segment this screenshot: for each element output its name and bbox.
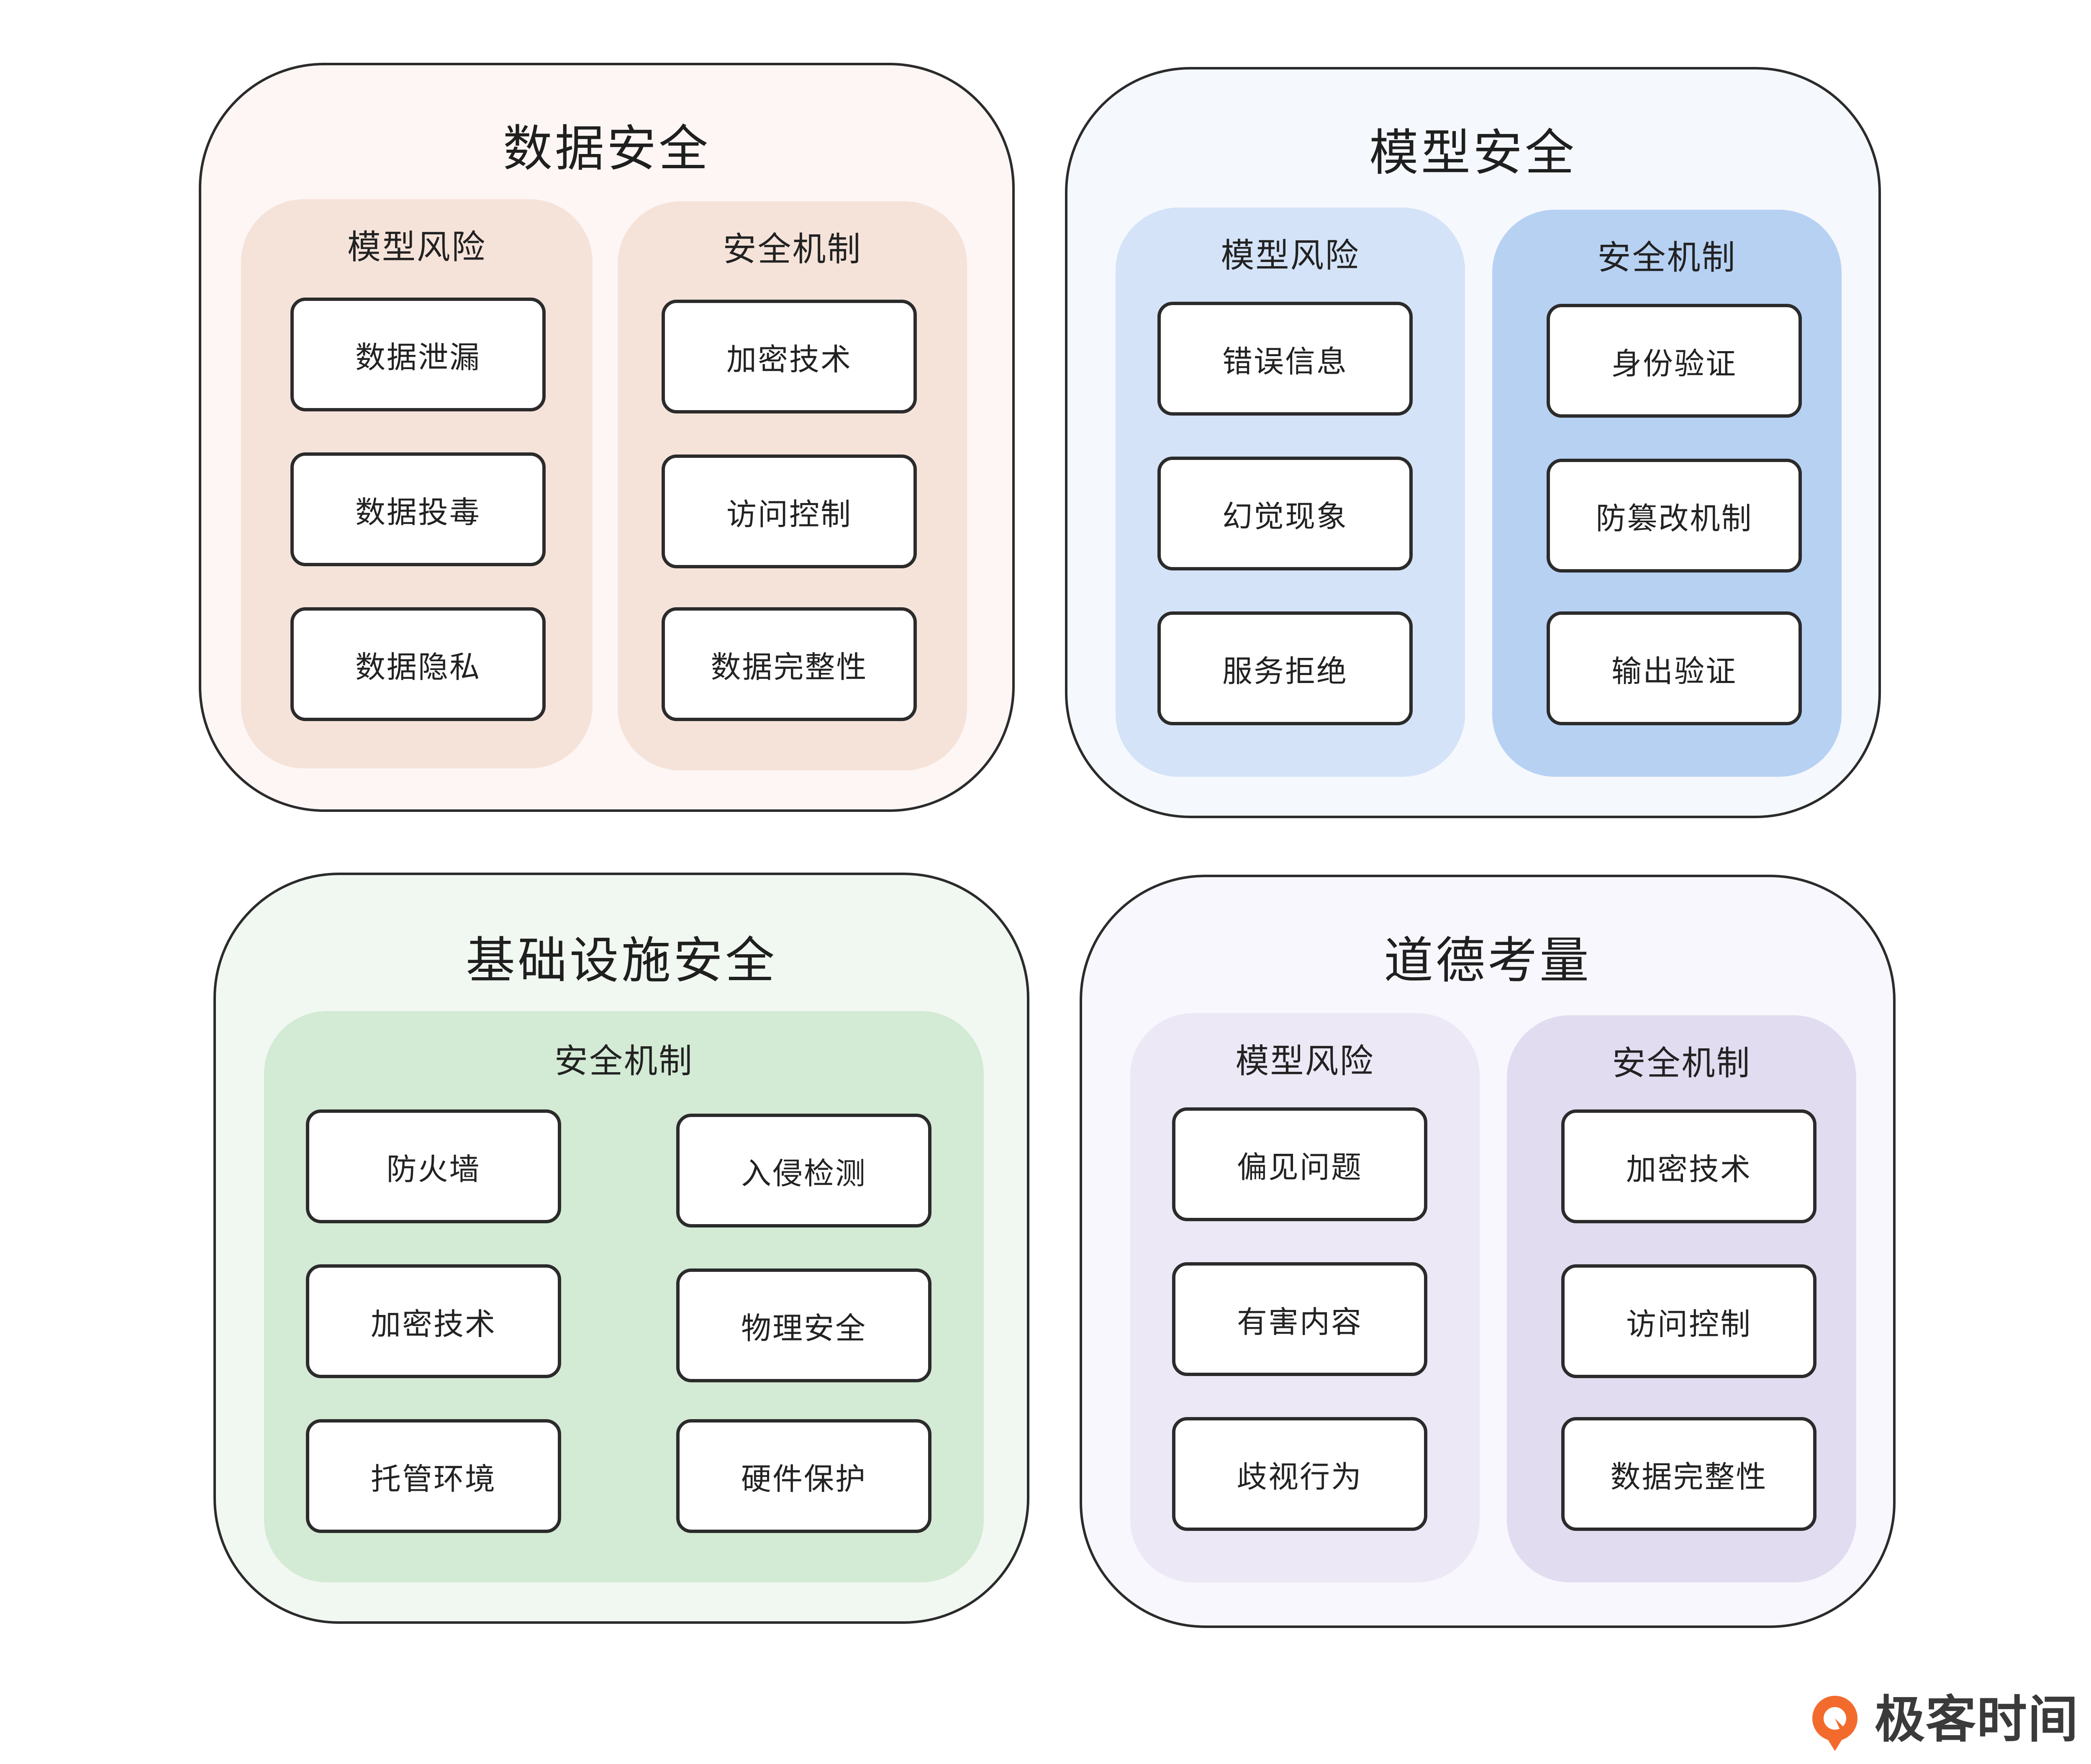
group-title: 模型风险 [1235,1042,1375,1081]
group-security-mechanism: 安全机制 加密技术 访问控制 数据完整性 [618,201,967,770]
panel-title: 基础设施安全 [465,932,777,989]
panel-title: 数据安全 [503,120,711,177]
item-harmful-content: 有害内容 [1172,1262,1427,1376]
group-title: 安全机制 [1612,1044,1751,1083]
group-title: 安全机制 [723,230,862,269]
item-intrusion-detection: 入侵检测 [676,1114,931,1227]
item-data-integrity: 数据完整性 [662,607,917,721]
group-title: 安全机制 [554,1042,693,1081]
item-authentication: 身份验证 [1547,304,1802,418]
item-hardware-protection: 硬件保护 [676,1419,931,1533]
group-title: 模型风险 [1221,236,1360,275]
item-data-integrity: 数据完整性 [1561,1417,1816,1531]
panel-model-security: 模型安全 模型风险 错误信息 幻觉现象 服务拒绝 安全机制 身份验证 防篡改机制… [1065,67,1881,818]
item-output-verification: 输出验证 [1547,611,1802,725]
panel-infrastructure-security: 基础设施安全 安全机制 防火墙 入侵检测 加密技术 物理安全 托管环境 硬件保护 [213,873,1029,1624]
panel-ethics: 道德考量 模型风险 偏见问题 有害内容 歧视行为 安全机制 加密技术 访问控制 … [1080,875,1896,1628]
item-data-poisoning: 数据投毒 [290,452,546,566]
geektime-logo: 极客时间 [1799,1678,2084,1762]
panel-title: 道德考量 [1383,932,1591,989]
group-model-risk: 模型风险 数据泄漏 数据投毒 数据隐私 [241,199,593,768]
item-data-privacy: 数据隐私 [290,607,546,721]
group-title: 模型风险 [347,228,486,267]
group-title: 安全机制 [1597,238,1737,277]
group-security-mechanism: 安全机制 身份验证 防篡改机制 输出验证 [1492,210,1842,777]
item-encryption: 加密技术 [306,1264,561,1378]
logo-text: 极客时间 [1875,1691,2079,1749]
item-discrimination: 歧视行为 [1172,1417,1427,1531]
panel-data-security: 数据安全 模型风险 数据泄漏 数据投毒 数据隐私 安全机制 加密技术 访问控制 … [199,63,1015,812]
group-model-risk: 模型风险 错误信息 幻觉现象 服务拒绝 [1116,208,1465,777]
item-hosting-environment: 托管环境 [306,1419,561,1533]
item-encryption: 加密技术 [1561,1109,1816,1223]
item-firewall: 防火墙 [306,1109,561,1223]
item-physical-security: 物理安全 [676,1268,931,1382]
group-security-mechanism: 安全机制 加密技术 访问控制 数据完整性 [1507,1015,1856,1582]
item-misinformation: 错误信息 [1157,302,1413,416]
panel-title: 模型安全 [1369,124,1577,182]
item-data-leak: 数据泄漏 [290,298,546,411]
geektime-logo-icon [1812,1696,1858,1751]
item-encryption: 加密技术 [662,300,917,413]
item-denial-of-service: 服务拒绝 [1157,611,1413,725]
item-hallucination: 幻觉现象 [1157,457,1413,570]
item-bias: 偏见问题 [1172,1107,1427,1221]
item-access-control: 访问控制 [662,454,917,568]
group-model-risk: 模型风险 偏见问题 有害内容 歧视行为 [1130,1013,1480,1582]
group-security-mechanism: 安全机制 防火墙 入侵检测 加密技术 物理安全 托管环境 硬件保护 [264,1011,984,1582]
item-access-control: 访问控制 [1561,1264,1816,1378]
item-tamper-proof: 防篡改机制 [1547,459,1802,573]
